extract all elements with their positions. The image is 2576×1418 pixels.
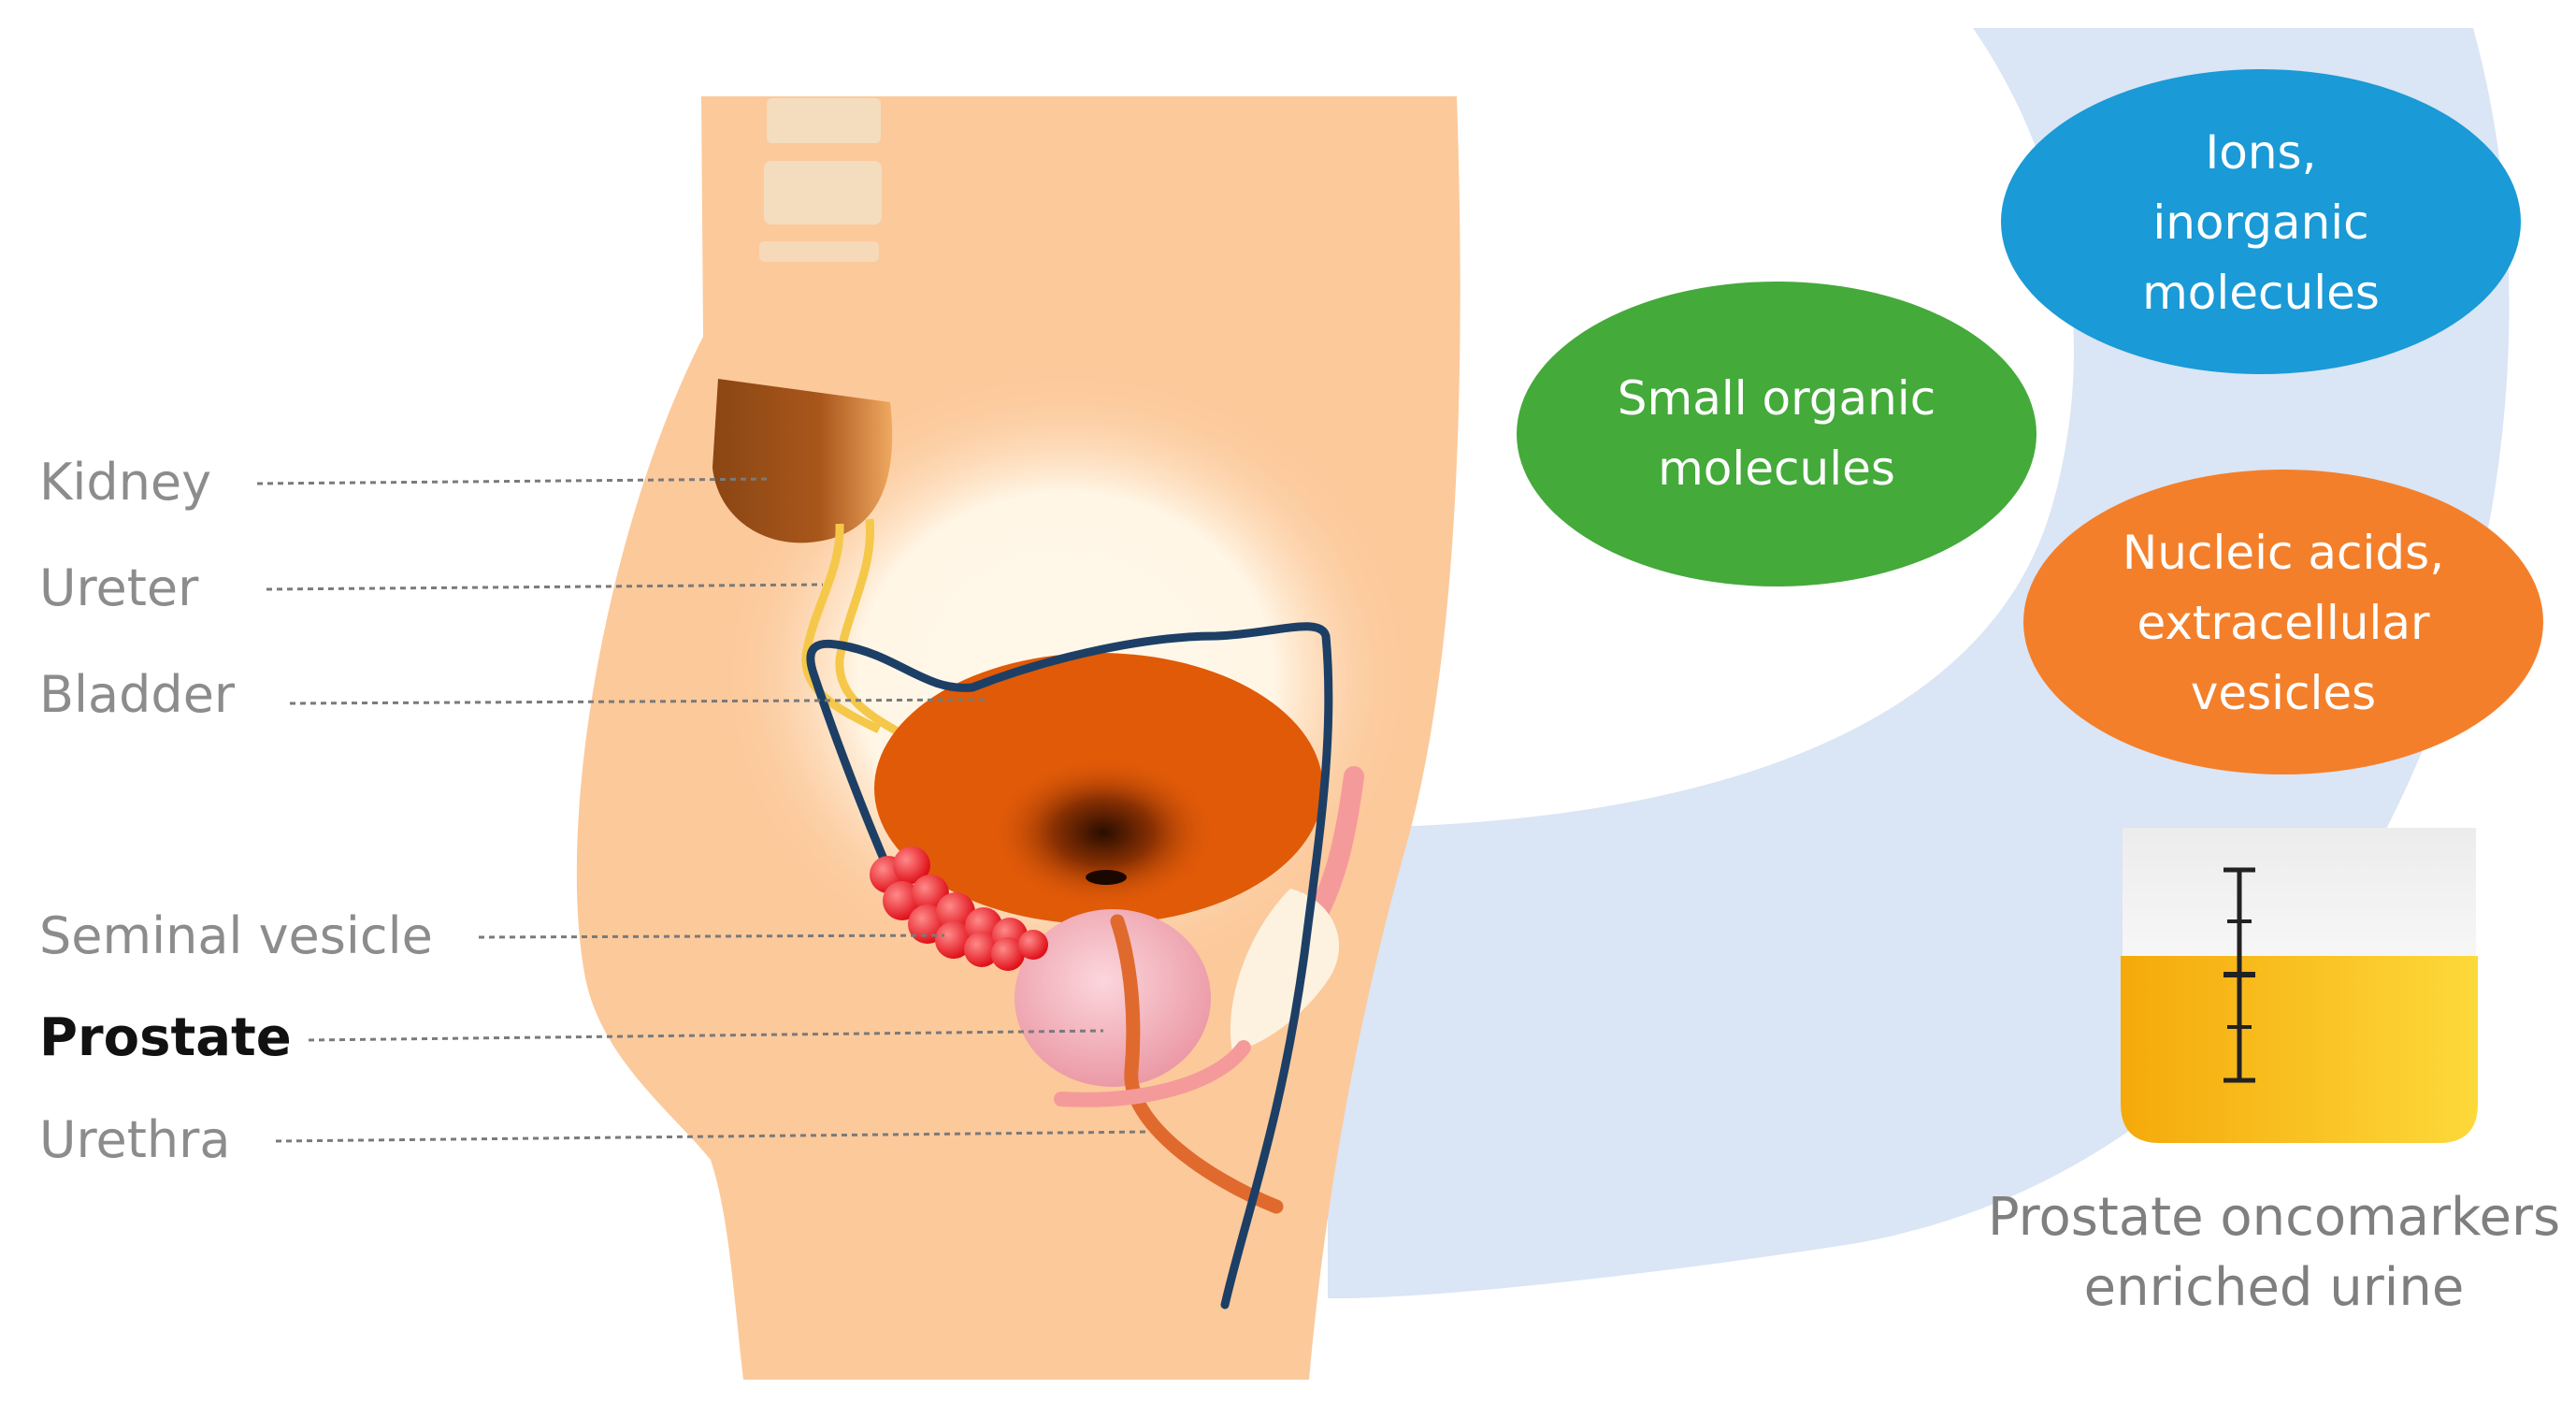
svg-text:inorganic: inorganic (2152, 195, 2368, 250)
small-organic-bubble: Small organic molecules (1517, 282, 2036, 586)
seminal-vesicle-label: Seminal vesicle (39, 906, 433, 965)
svg-text:molecules: molecules (2142, 266, 2380, 320)
vas-deferens (806, 622, 1333, 1309)
svg-text:extracellular: extracellular (2137, 596, 2430, 650)
urethra-label: Urethra (39, 1110, 230, 1169)
svg-text:vesicles: vesicles (2191, 666, 2377, 720)
vertebra-2 (764, 161, 882, 224)
prostate-label: Prostate (39, 1007, 292, 1068)
ions-bubble: Ions, inorganic molecules (2001, 69, 2521, 374)
urine-caption-line1: Prostate oncomarkers (1988, 1187, 2560, 1248)
svg-text:molecules: molecules (1658, 441, 1895, 496)
svg-text:Small organic: Small organic (1618, 371, 1936, 426)
ureter-leader (266, 583, 824, 591)
vertebra-1 (767, 98, 881, 143)
nucleic-acids-bubble: Nucleic acids, extracellular vesicles (2023, 470, 2543, 774)
kidney-leader (256, 477, 772, 485)
svg-text:Nucleic acids,: Nucleic acids, (2123, 526, 2444, 580)
urethra (1110, 914, 1284, 1214)
urethra-leader (275, 1130, 1151, 1143)
ureter-1 (801, 523, 882, 734)
penile-structure (1230, 889, 1340, 1052)
prostate (1015, 909, 1211, 1087)
bladder-neck (991, 758, 1216, 907)
ureter-label: Ureter (39, 558, 199, 617)
prostate-leader (308, 1029, 1104, 1042)
bladder-leader (289, 698, 987, 705)
kidney-label: Kidney (39, 453, 211, 512)
ureter-2 (835, 518, 905, 738)
svg-text:Ions,: Ions, (2206, 125, 2317, 180)
urine-jar (2121, 828, 2478, 1143)
bladder-opening (1086, 870, 1127, 885)
bladder-label: Bladder (39, 665, 236, 724)
vertebra-3 (759, 241, 879, 262)
urethra-sheath (1054, 1040, 1251, 1107)
kidney (712, 379, 893, 543)
urine-caption-line2: enriched urine (2084, 1257, 2465, 1318)
seminal-vesicle (870, 846, 1048, 971)
